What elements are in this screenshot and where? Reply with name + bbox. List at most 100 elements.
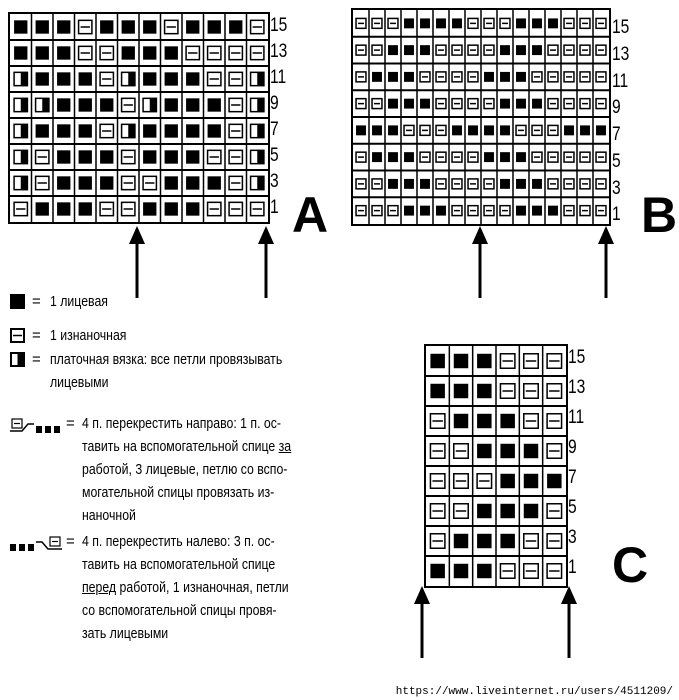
- row-number: 7: [568, 467, 577, 488]
- stitch-cell: [99, 71, 115, 87]
- stitch-cell: [547, 178, 559, 190]
- legend: = 1 лицевая = 1 изнаночная = платочная в…: [10, 290, 410, 690]
- row-number: 9: [612, 97, 621, 119]
- stitch-cell: [14, 46, 28, 60]
- stitch-cell: [34, 97, 50, 113]
- stitch-cell: [532, 205, 542, 216]
- stitch-cell: [419, 151, 431, 163]
- stitch-cell: [249, 45, 265, 61]
- stitch-cell: [57, 150, 71, 164]
- stitch-cell: [523, 563, 539, 579]
- stitch-cell: [546, 353, 563, 369]
- stitch-cell: [35, 72, 49, 86]
- stitch-cell: [388, 71, 398, 82]
- stitch-cell: [467, 71, 479, 83]
- stitch-cell: [452, 18, 462, 29]
- stitch-cell: [467, 44, 479, 56]
- stitch-cell: [372, 71, 382, 82]
- stitch-cell: [143, 72, 157, 86]
- row-number: 15: [612, 17, 630, 38]
- row-number: 13: [270, 41, 288, 62]
- stitch-cell: [120, 201, 136, 217]
- stitch-cell: [121, 20, 135, 34]
- row-number: 13: [568, 377, 586, 398]
- stitch-cell: [499, 17, 511, 30]
- legend-garter-label-2: лицевыми: [50, 374, 109, 391]
- stitch-cell: [451, 44, 463, 56]
- stitch-cell: [499, 204, 511, 217]
- cross-right-icon: [10, 418, 60, 433]
- stitch-cell: [451, 97, 463, 110]
- stitch-cell: [34, 175, 50, 191]
- stitch-cell: [388, 45, 398, 56]
- legend-cross-left-line-1: 4 п. перекрестить налево: 3 п. ос-: [82, 533, 275, 550]
- stitch-cell: [355, 71, 367, 83]
- repeat-arrow-a-left: [129, 226, 145, 298]
- stitch-cell: [120, 97, 136, 113]
- row-number: 5: [568, 497, 577, 518]
- stitch-cell: [228, 97, 244, 113]
- stitch-cell: [35, 46, 49, 60]
- stitch-cell: [595, 178, 607, 190]
- stitch-cell: [547, 473, 562, 489]
- stitch-cell: [186, 72, 200, 86]
- row-number: 7: [612, 124, 621, 145]
- legend-cross-left-line-2: тавить на вспомогательной спице: [82, 556, 276, 573]
- stitch-cell: [388, 125, 398, 136]
- stitch-cell: [429, 473, 446, 489]
- stitch-cell: [453, 383, 469, 399]
- stitch-cell: [484, 71, 494, 82]
- stitch-cell: [404, 71, 414, 82]
- stitch-cell: [142, 97, 158, 113]
- row-number: 11: [568, 407, 585, 428]
- stitch-cell: [500, 413, 515, 429]
- stitch-cell: [228, 45, 244, 61]
- stitch-cell: [207, 176, 221, 190]
- stitch-cell: [579, 17, 591, 30]
- row-number: 11: [270, 67, 287, 88]
- stitch-cell: [516, 152, 526, 163]
- stitch-cell: [483, 44, 495, 56]
- stitch-cell: [355, 44, 367, 56]
- stitch-cell: [453, 443, 469, 459]
- stitch-cell: [595, 204, 607, 217]
- stitch-cell: [228, 175, 244, 191]
- stitch-cell: [430, 563, 445, 579]
- chart-a-letter: A: [292, 187, 329, 243]
- stitch-cell: [387, 17, 399, 30]
- stitch-cell: [477, 383, 492, 399]
- stitch-cell: [548, 18, 558, 29]
- stitch-cell: [451, 178, 463, 190]
- stitch-cell: [516, 18, 526, 29]
- stitch-cell: [523, 443, 539, 459]
- stitch-cell: [164, 176, 178, 190]
- stitch-cell: [546, 533, 563, 549]
- stitch-cell: [249, 123, 265, 139]
- stitch-cell: [120, 175, 136, 191]
- stitch-cell: [531, 71, 543, 83]
- row-number: 11: [612, 70, 629, 92]
- stitch-cell: [78, 98, 92, 112]
- stitch-cell: [476, 473, 493, 489]
- stitch-cell: [579, 71, 591, 83]
- chart-c-grid: [426, 346, 566, 586]
- stitch-cell: [563, 204, 575, 217]
- stitch-cell: [435, 178, 447, 190]
- stitch-cell: [477, 413, 492, 429]
- stitch-cell: [57, 72, 71, 86]
- stitch-cell: [451, 71, 463, 83]
- stitch-cell: [477, 503, 492, 519]
- stitch-cell: [249, 149, 265, 165]
- stitch-cell: [420, 98, 430, 109]
- stitch-cell: [355, 97, 367, 110]
- stitch-cell: [404, 18, 414, 29]
- stitch-cell: [500, 152, 510, 163]
- stitch-cell: [420, 178, 430, 189]
- stitch-cell: [453, 473, 469, 489]
- stitch-cell: [78, 176, 92, 190]
- stitch-cell: [120, 71, 136, 87]
- stitch-cell: [477, 533, 492, 549]
- stitch-cell: [532, 45, 542, 56]
- legend-eq-cross-right: =: [66, 415, 75, 432]
- stitch-cell: [477, 443, 492, 459]
